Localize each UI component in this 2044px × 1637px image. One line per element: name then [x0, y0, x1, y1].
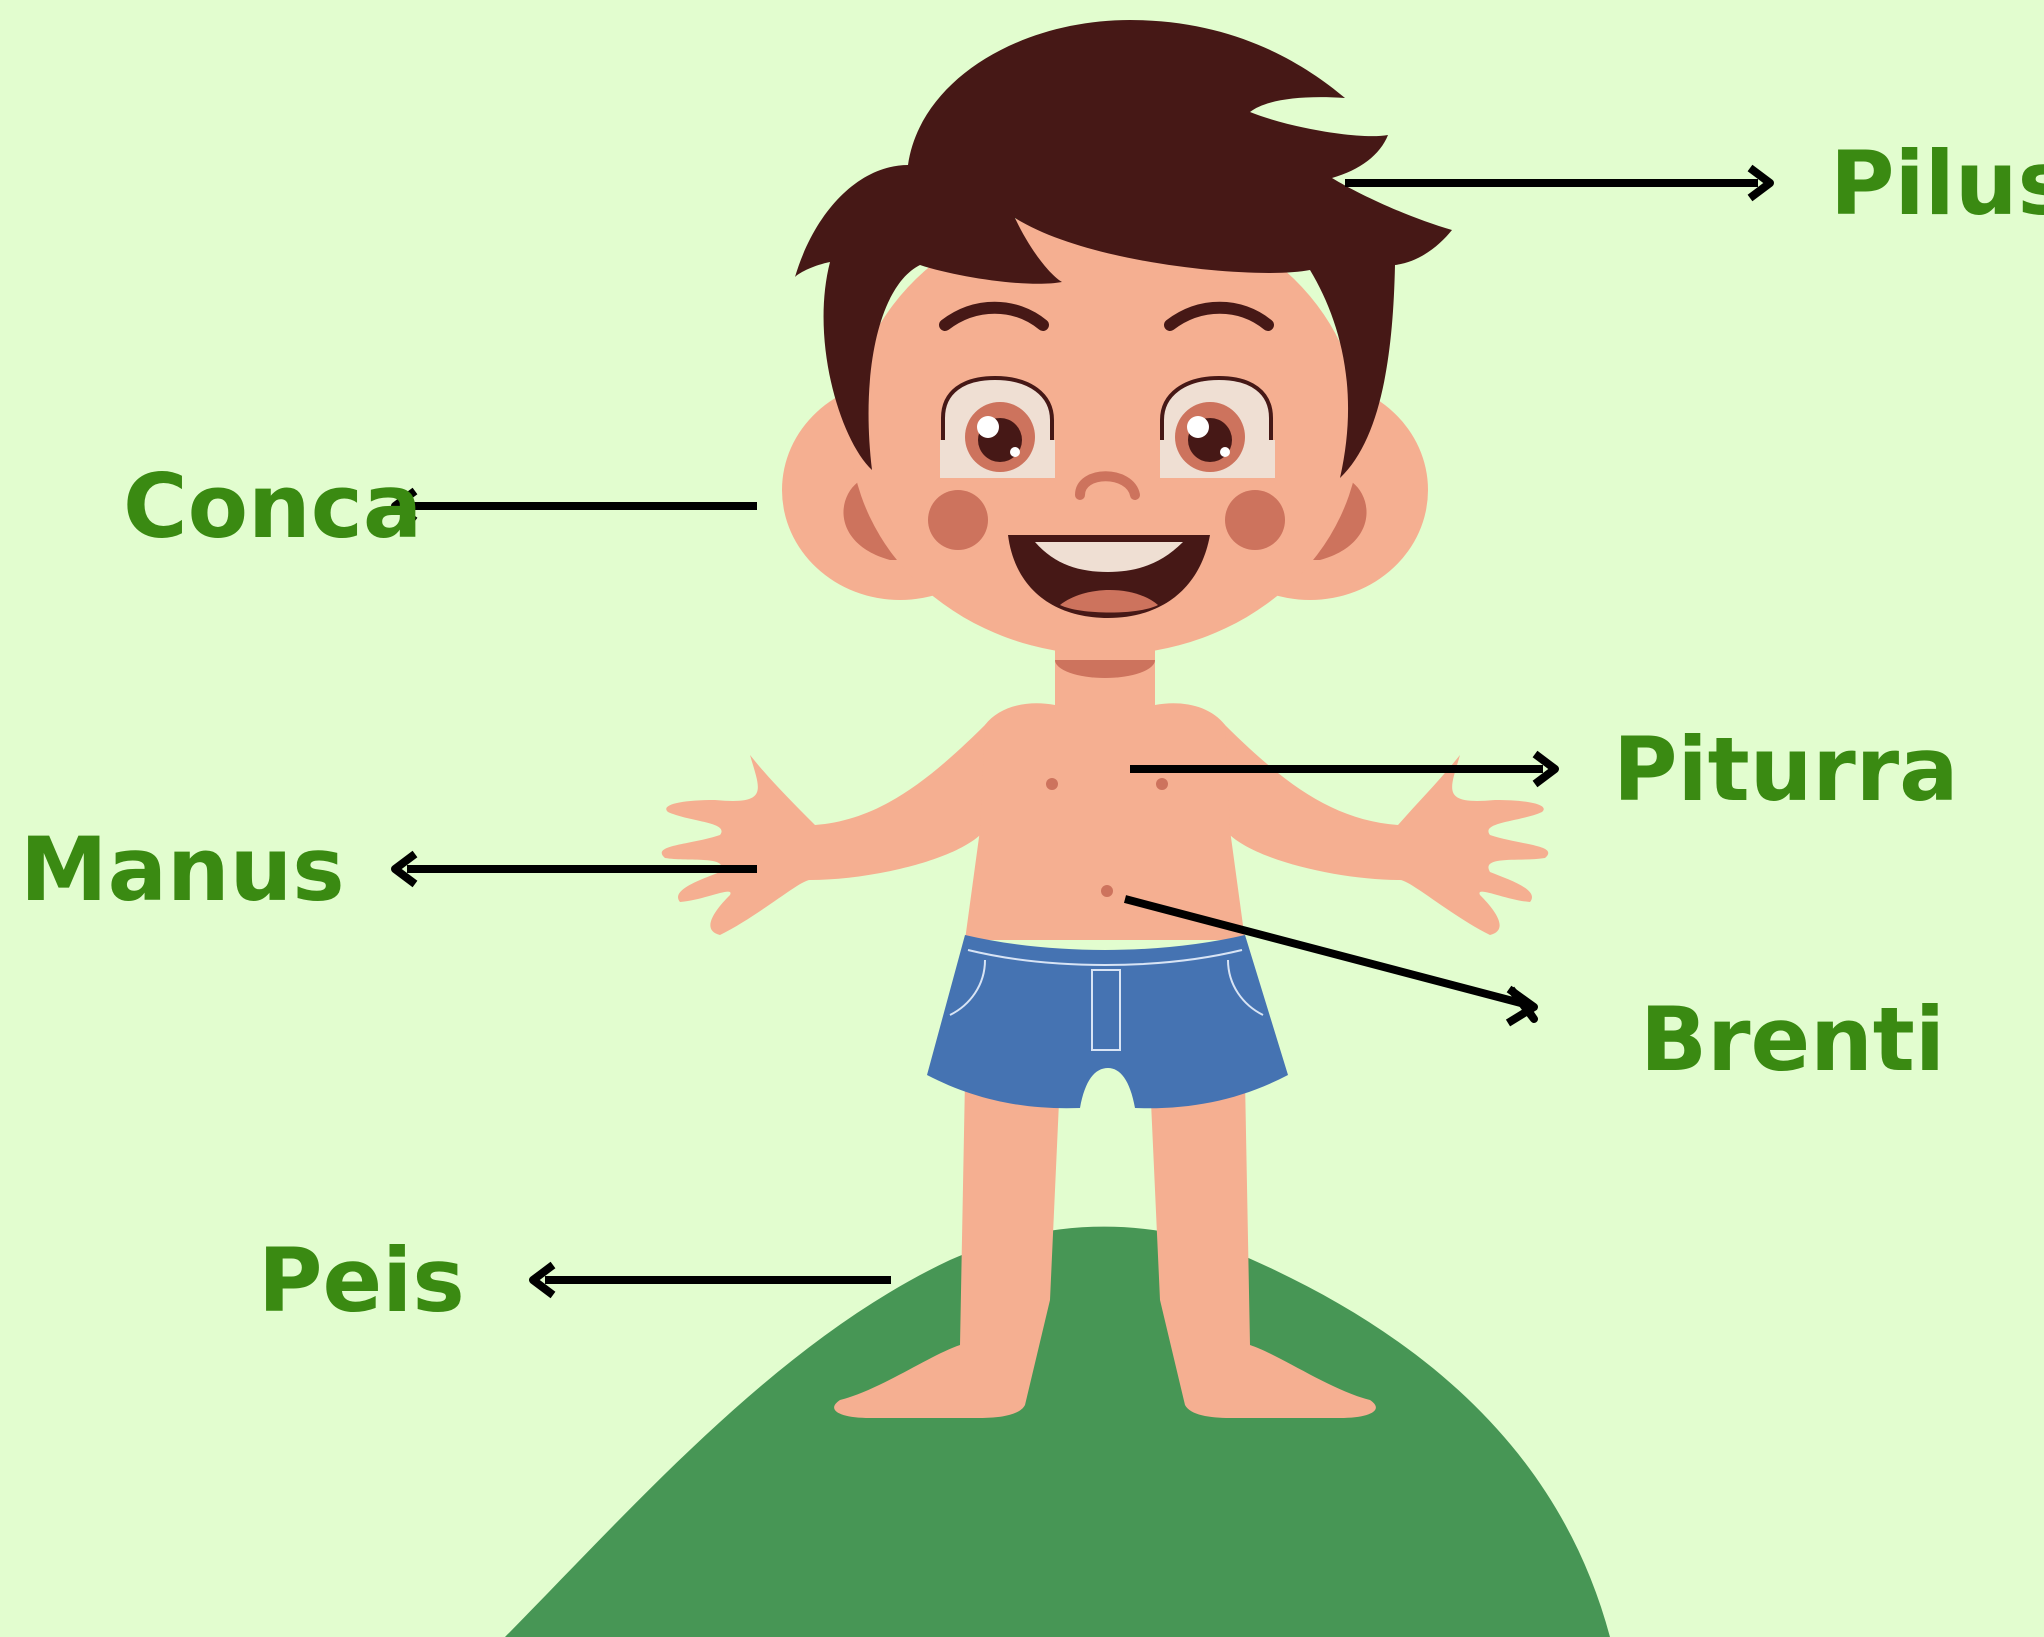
label-hair: Pilus: [1830, 140, 2044, 228]
label-hand: Manus: [20, 826, 345, 914]
torso: [965, 660, 1245, 940]
cheek-left: [928, 490, 988, 550]
label-ear: Conca: [123, 463, 422, 551]
shorts: [927, 935, 1288, 1108]
label-chest: Piturra: [1613, 726, 1959, 814]
nipple-left: [1046, 778, 1058, 790]
label-belly: Brenti: [1640, 996, 1945, 1084]
navel: [1101, 885, 1113, 897]
hill: [505, 1227, 1610, 1637]
arrow-foot: [533, 1265, 891, 1295]
cheek-right: [1225, 490, 1285, 550]
nipple-right: [1156, 778, 1168, 790]
label-foot: Peis: [258, 1237, 465, 1325]
arrow-hair: [1345, 168, 1770, 198]
arrow-ear: [395, 491, 757, 521]
